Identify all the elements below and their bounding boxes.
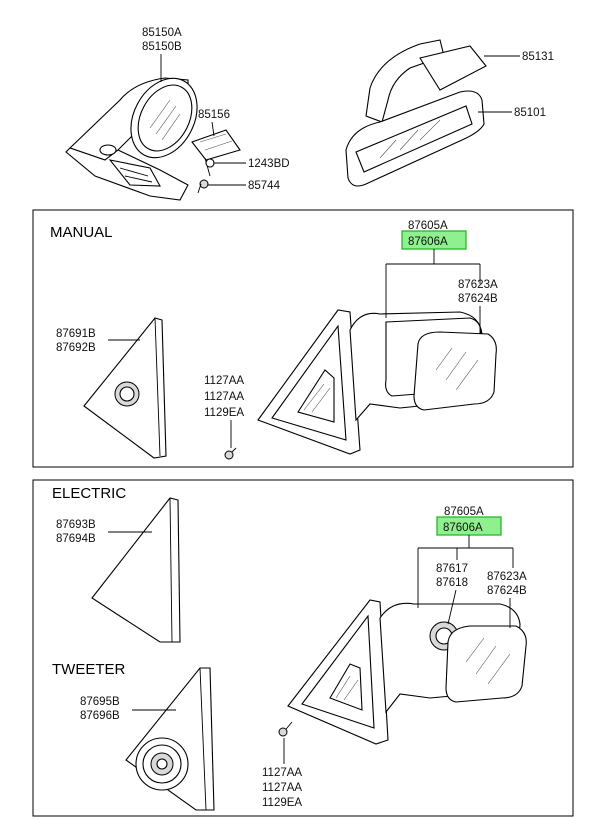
cover-label: 85156 <box>198 109 230 121</box>
interior-mirror-label-b: 85150B <box>142 41 182 53</box>
tweeter-garnish-label-b: 87696B <box>80 710 120 722</box>
nut-label: 85744 <box>248 180 281 192</box>
manual-assy-label: 87605A <box>408 220 448 232</box>
manual-section-frame <box>32 209 574 468</box>
rearview-mirror-label: 85101 <box>514 107 546 119</box>
manual-bolt-drawing <box>224 447 237 460</box>
electric-assy-label-highlight: 87606A <box>443 522 483 534</box>
manual-glass-label-b: 87624B <box>458 293 498 305</box>
manual-garnish-label-b: 87692B <box>56 342 96 354</box>
mirror-cover-drawing <box>191 129 241 161</box>
bracket-label: 85131 <box>522 51 554 63</box>
electric-actuator-label-a: 87617 <box>436 563 468 575</box>
tweeter-garnish-drawing <box>125 667 215 811</box>
electric-assy-label: 87605A <box>444 506 484 518</box>
electric-bolt-label-b: 1127AA <box>262 782 302 794</box>
electric-garnish-label-a: 87693B <box>56 519 96 531</box>
electric-mirror-assembly-drawing <box>287 599 527 745</box>
electric-actuator-label-b: 87618 <box>436 577 468 589</box>
electric-glass-label-a: 87623A <box>487 571 527 583</box>
leader-cover <box>211 121 215 137</box>
manual-glass-label-a: 87623A <box>458 279 498 291</box>
rearview-mirror-drawing <box>345 39 487 187</box>
interior-mirror-drawing <box>65 77 198 201</box>
nut-drawing <box>197 179 209 194</box>
electric-bolt-label-c: 1129EA <box>262 797 302 809</box>
interior-mirror-label-a: 85150A <box>142 27 182 39</box>
manual-bolt-label-a: 1127AA <box>204 375 244 387</box>
electric-section-title: ELECTRIC <box>52 485 126 502</box>
manual-bolt-label-b: 1127AA <box>204 391 244 403</box>
electric-bolt-label-a: 1127AA <box>262 767 302 779</box>
electric-garnish-drawing <box>91 497 181 643</box>
manual-garnish-label-a: 87691B <box>56 328 96 340</box>
tweeter-section-title: TWEETER <box>52 661 125 678</box>
screw-drawing <box>204 157 215 177</box>
manual-section-title: MANUAL <box>50 224 113 241</box>
screw-label: 1243BD <box>248 158 290 170</box>
electric-section-frame <box>32 479 574 817</box>
manual-assy-label-highlight: 87606A <box>408 236 448 248</box>
electric-glass-label-b: 87624B <box>487 585 527 597</box>
leader-electric-actuator <box>447 589 457 625</box>
electric-garnish-label-b: 87694B <box>56 533 96 545</box>
electric-bolt-drawing <box>278 721 293 737</box>
manual-bolt-label-c: 1129EA <box>204 407 244 419</box>
manual-mirror-assembly-drawing <box>257 309 497 455</box>
manual-garnish-drawing <box>83 317 167 459</box>
tweeter-garnish-label-a: 87695B <box>80 696 120 708</box>
